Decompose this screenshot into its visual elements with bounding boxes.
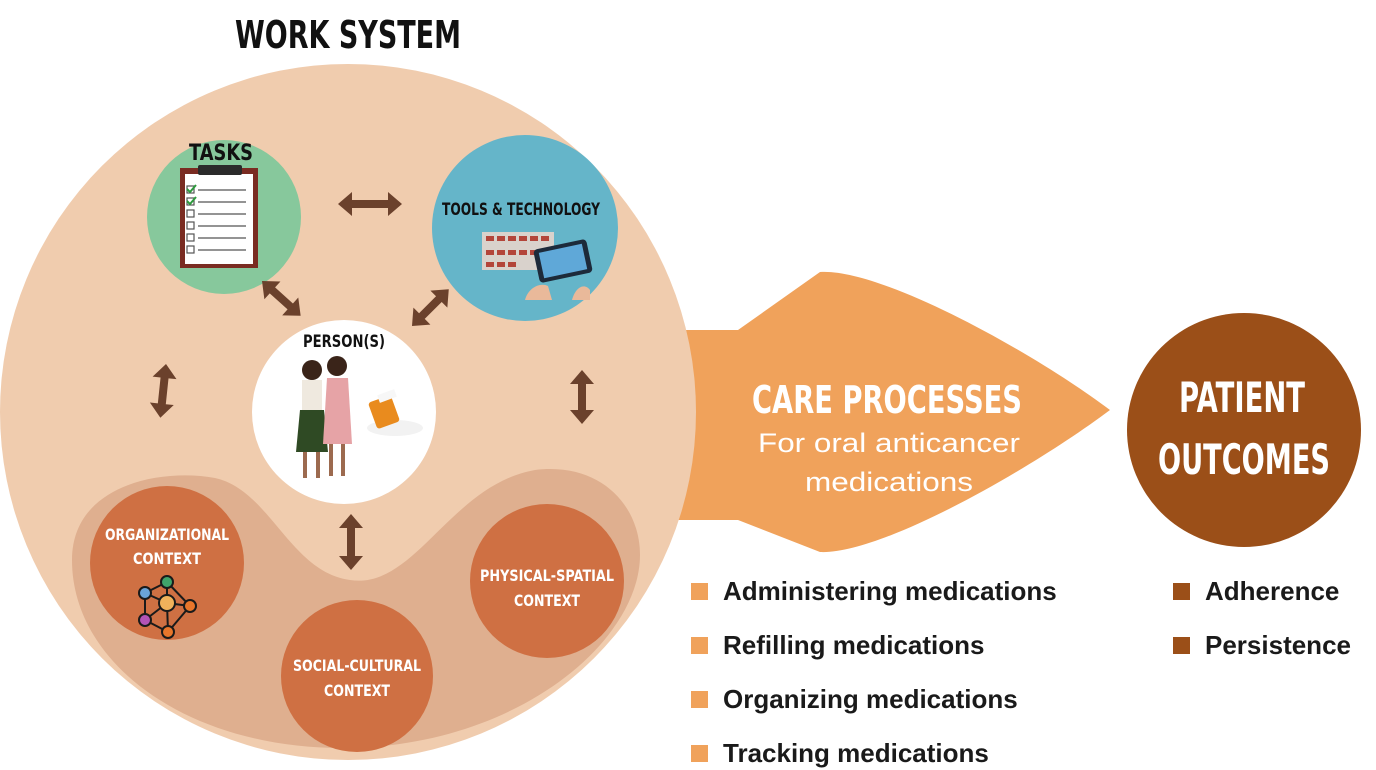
tools-technology-label: TOOLS & TECHNOLOGY [442,200,600,220]
patient-outcomes-title-2: OUTCOMES [1158,435,1330,484]
bullet-square-icon [691,745,708,762]
person-label: PERSON(S) [303,332,385,352]
social-cultural-context-label: SOCIAL-CULTURAL [293,656,421,675]
tasks-tools-arrow [338,192,402,216]
organizational-context-label-2: CONTEXT [133,549,201,568]
right-vertical-arrow [570,370,594,424]
patient-outcome-item-label: Adherence [1205,576,1340,606]
list-item: Organizing medications [691,682,1057,736]
tasks-label: TASKS [189,141,253,166]
pill-blister-tablet-icon [482,232,593,300]
care-processes-title: CARE PROCESSES [752,378,1022,422]
list-item: Administering medications [691,574,1057,628]
list-item: Refilling medications [691,628,1057,682]
tools-person-arrow [412,289,449,326]
bullet-square-icon [1173,583,1190,600]
care-processes-arrow [650,271,1110,553]
care-process-item-label: Organizing medications [723,684,1018,714]
work-system-title: WORK SYSTEM [235,13,461,57]
social-cultural-context-circle [281,600,433,752]
patient-outcome-item-label: Persistence [1205,630,1351,660]
physical-spatial-context-circle [470,504,624,658]
clipboard-checklist-icon [180,165,258,268]
care-processes-subtitle-2: medications [805,467,973,497]
person-social-arrow [339,514,363,570]
people-with-pill-bottle-icon [296,356,423,478]
bullet-square-icon [1173,637,1190,654]
organizational-context-label: ORGANIZATIONAL [105,525,229,544]
list-item: Persistence [1173,628,1351,682]
left-vertical-arrow [149,364,177,418]
physical-spatial-context-label: PHYSICAL-SPATIAL [480,566,614,585]
social-cultural-context-label-2: CONTEXT [324,681,390,700]
tools-technology-circle [432,135,618,321]
list-item: Adherence [1173,574,1351,628]
patient-outcomes-list: Adherence Persistence [1173,574,1351,682]
bullet-square-icon [691,691,708,708]
patient-outcomes-title: PATIENT [1179,373,1305,422]
organizational-context-circle [90,486,244,640]
care-process-item-label: Refilling medications [723,630,985,660]
list-item: Tracking medications [691,736,1057,770]
network-people-icon [138,575,197,639]
care-process-item-label: Tracking medications [723,738,989,768]
bullet-square-icon [691,583,708,600]
physical-spatial-context-label-2: CONTEXT [514,591,580,610]
care-processes-subtitle: For oral anticancer [758,428,1020,458]
bullet-square-icon [691,637,708,654]
tasks-person-arrow [262,281,301,316]
care-processes-list: Administering medications Refilling medi… [691,574,1057,770]
patient-outcomes-circle [1127,313,1361,547]
care-process-item-label: Administering medications [723,576,1057,606]
